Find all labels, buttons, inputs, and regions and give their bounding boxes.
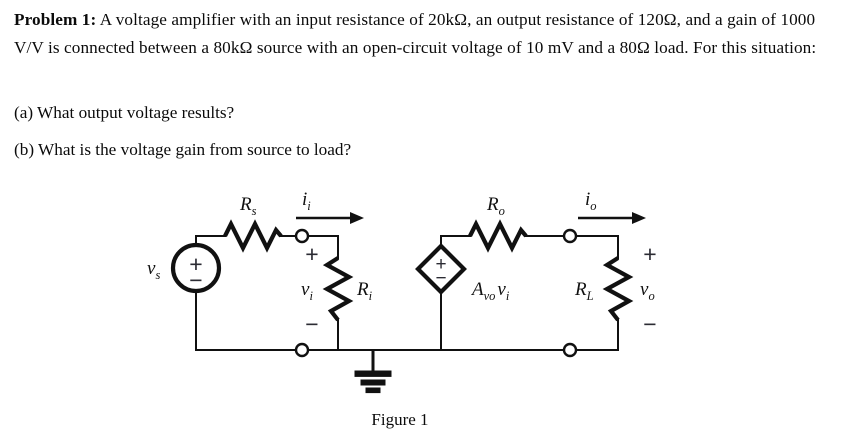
label-vo-minus: − bbox=[643, 311, 656, 337]
problem-label: Problem 1: bbox=[14, 10, 97, 29]
terminal-node-output-bottom bbox=[562, 342, 578, 358]
problem-statement: Problem 1: A voltage amplifier with an i… bbox=[14, 6, 829, 62]
label-input-current: ii bbox=[302, 189, 311, 213]
problem-body: A voltage amplifier with an input resist… bbox=[14, 10, 817, 57]
label-output-resistor: Ro bbox=[486, 194, 505, 218]
terminal-nodes-right bbox=[562, 228, 578, 358]
resistor-rl bbox=[602, 256, 634, 322]
ground-symbol bbox=[354, 350, 392, 394]
dependent-source-minus-sign: − bbox=[435, 268, 446, 289]
voltage-source-vs: + − bbox=[170, 242, 222, 294]
resistor-rs bbox=[223, 219, 283, 253]
figure-area: + − bbox=[0, 180, 843, 446]
dependent-source-plus-sign: + bbox=[435, 254, 446, 275]
label-load-resistor: RL bbox=[574, 279, 594, 303]
label-vi-minus: − bbox=[305, 311, 318, 337]
label-input-resistor: Ri bbox=[356, 279, 373, 303]
terminal-nodes-left bbox=[294, 228, 310, 358]
label-output-voltage: vo bbox=[640, 279, 655, 303]
label-source-voltage: vs bbox=[147, 258, 160, 282]
current-arrow-io bbox=[578, 212, 646, 224]
right-loop-wires bbox=[337, 235, 619, 351]
label-source-resistor: Rs bbox=[239, 194, 257, 218]
label-vo-plus: + bbox=[643, 241, 656, 267]
circuit-schematic: + − bbox=[147, 189, 657, 394]
dependent-voltage-source: + − bbox=[415, 243, 467, 295]
resistor-ri bbox=[322, 256, 354, 322]
question-a: (a) What output voltage results? bbox=[14, 103, 235, 122]
current-arrow-ii bbox=[296, 212, 364, 224]
problem-paragraph: Problem 1: A voltage amplifier with an i… bbox=[14, 6, 829, 62]
terminal-node-input-top bbox=[294, 228, 310, 244]
source-minus-sign: − bbox=[189, 267, 202, 293]
terminal-node-input-bottom bbox=[294, 342, 310, 358]
label-vi-plus: + bbox=[305, 241, 318, 267]
label-input-voltage: vi bbox=[301, 279, 313, 303]
source-plus-sign: + bbox=[189, 251, 202, 277]
label-output-current: io bbox=[585, 189, 597, 213]
figure-caption: Figure 1 bbox=[371, 410, 429, 429]
terminal-node-output-top bbox=[562, 228, 578, 244]
question-b: (b) What is the voltage gain from source… bbox=[14, 140, 352, 159]
resistor-ro bbox=[468, 219, 528, 253]
